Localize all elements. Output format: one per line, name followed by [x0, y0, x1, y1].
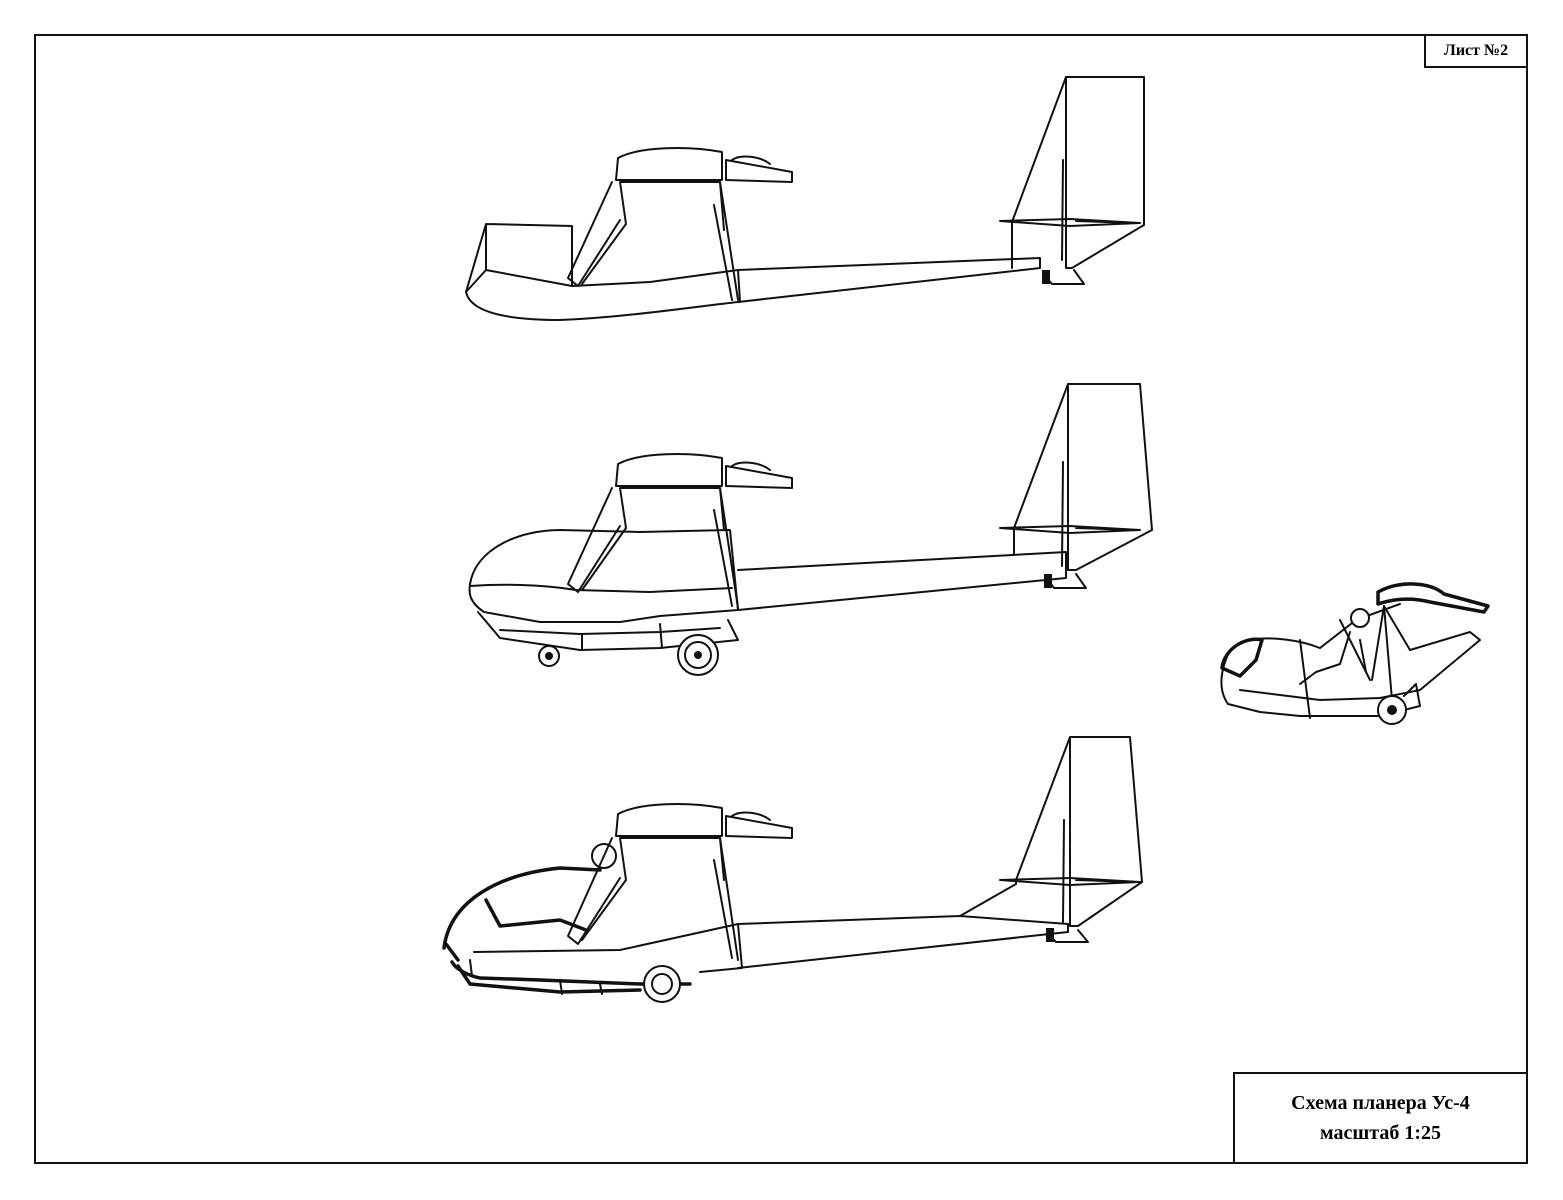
fin-rudder: [1013, 383, 1153, 571]
stabilizer: [999, 218, 1141, 227]
nose-frame: [442, 866, 692, 986]
main-wheel: [643, 965, 681, 1003]
tail-skid: [1044, 269, 1085, 285]
fin-rudder: [1011, 76, 1145, 269]
glider-view-basic: [465, 76, 1145, 321]
sketch-wing: [1376, 582, 1490, 614]
sheet-number: Лист №2: [1424, 34, 1528, 68]
nacelle: [468, 529, 739, 623]
glider-view-nacelle-with-wheels: [468, 383, 1153, 676]
stabilizer: [999, 877, 1141, 886]
sheet-number-label: Лист №2: [1443, 42, 1509, 59]
aileron: [725, 159, 793, 183]
glider-sketch-with-pilot: [1220, 582, 1490, 725]
aileron: [725, 815, 793, 839]
sketch-pilot-head: [1350, 608, 1370, 628]
wing-section: [615, 453, 723, 487]
aileron: [725, 465, 793, 489]
fuselage: [465, 223, 1041, 321]
glider-view-open-frame: [442, 736, 1143, 1003]
title-line-2: масштаб 1:25: [1320, 1122, 1441, 1144]
wing-section: [615, 803, 723, 837]
keel: [477, 611, 739, 651]
fin-rudder: [959, 736, 1143, 927]
title-block: Схема планера Ус-4 масштаб 1:25: [1233, 1072, 1528, 1164]
title-line-1: Схема планера Ус-4: [1291, 1092, 1470, 1114]
sheet-frame: [34, 34, 1528, 1164]
wing-section: [615, 147, 723, 181]
stabilizer: [999, 525, 1141, 534]
